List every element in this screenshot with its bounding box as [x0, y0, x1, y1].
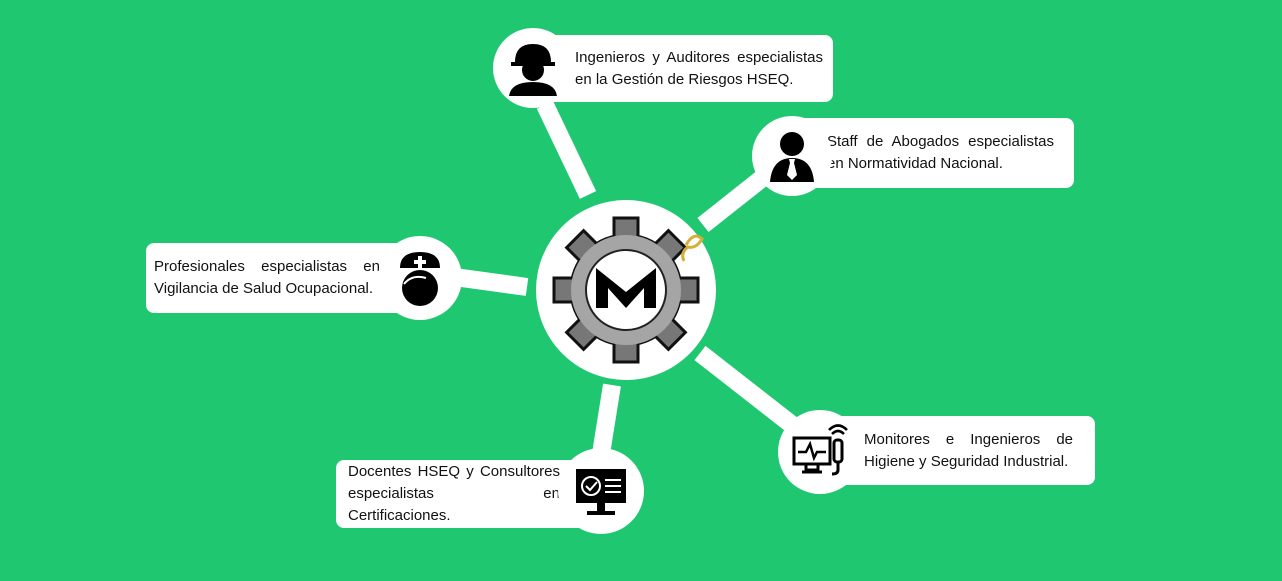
node-text: Ingenieros y Auditores especialistas en …	[575, 48, 823, 88]
node-ingenieros: Ingenieros y Auditores especialistas en …	[540, 35, 833, 102]
node-text: Monitores e Ingenieros de Higiene y Segu…	[864, 430, 1073, 470]
node-monitores: Monitores e Ingenieros de Higiene y Segu…	[820, 416, 1095, 485]
nurse-icon	[378, 236, 462, 320]
monitoring-equipment-icon	[778, 410, 862, 494]
center-logo	[536, 200, 716, 380]
node-text: Docentes HSEQ y Consultores especialista…	[348, 463, 560, 524]
hard-hat-worker-icon	[493, 28, 573, 108]
node-docentes: Docentes HSEQ y Consultores especialista…	[336, 460, 600, 528]
gear-logo-icon	[552, 216, 704, 364]
lawyer-icon	[752, 116, 832, 196]
node-text: Staff de Abogados especialistas en Norma…	[827, 133, 1054, 172]
node-text: Profesionales especialistas en Vigilanci…	[154, 258, 380, 297]
monitor-check-icon	[558, 448, 644, 534]
node-abogados: Staff de Abogados especialistas en Norma…	[785, 118, 1074, 188]
